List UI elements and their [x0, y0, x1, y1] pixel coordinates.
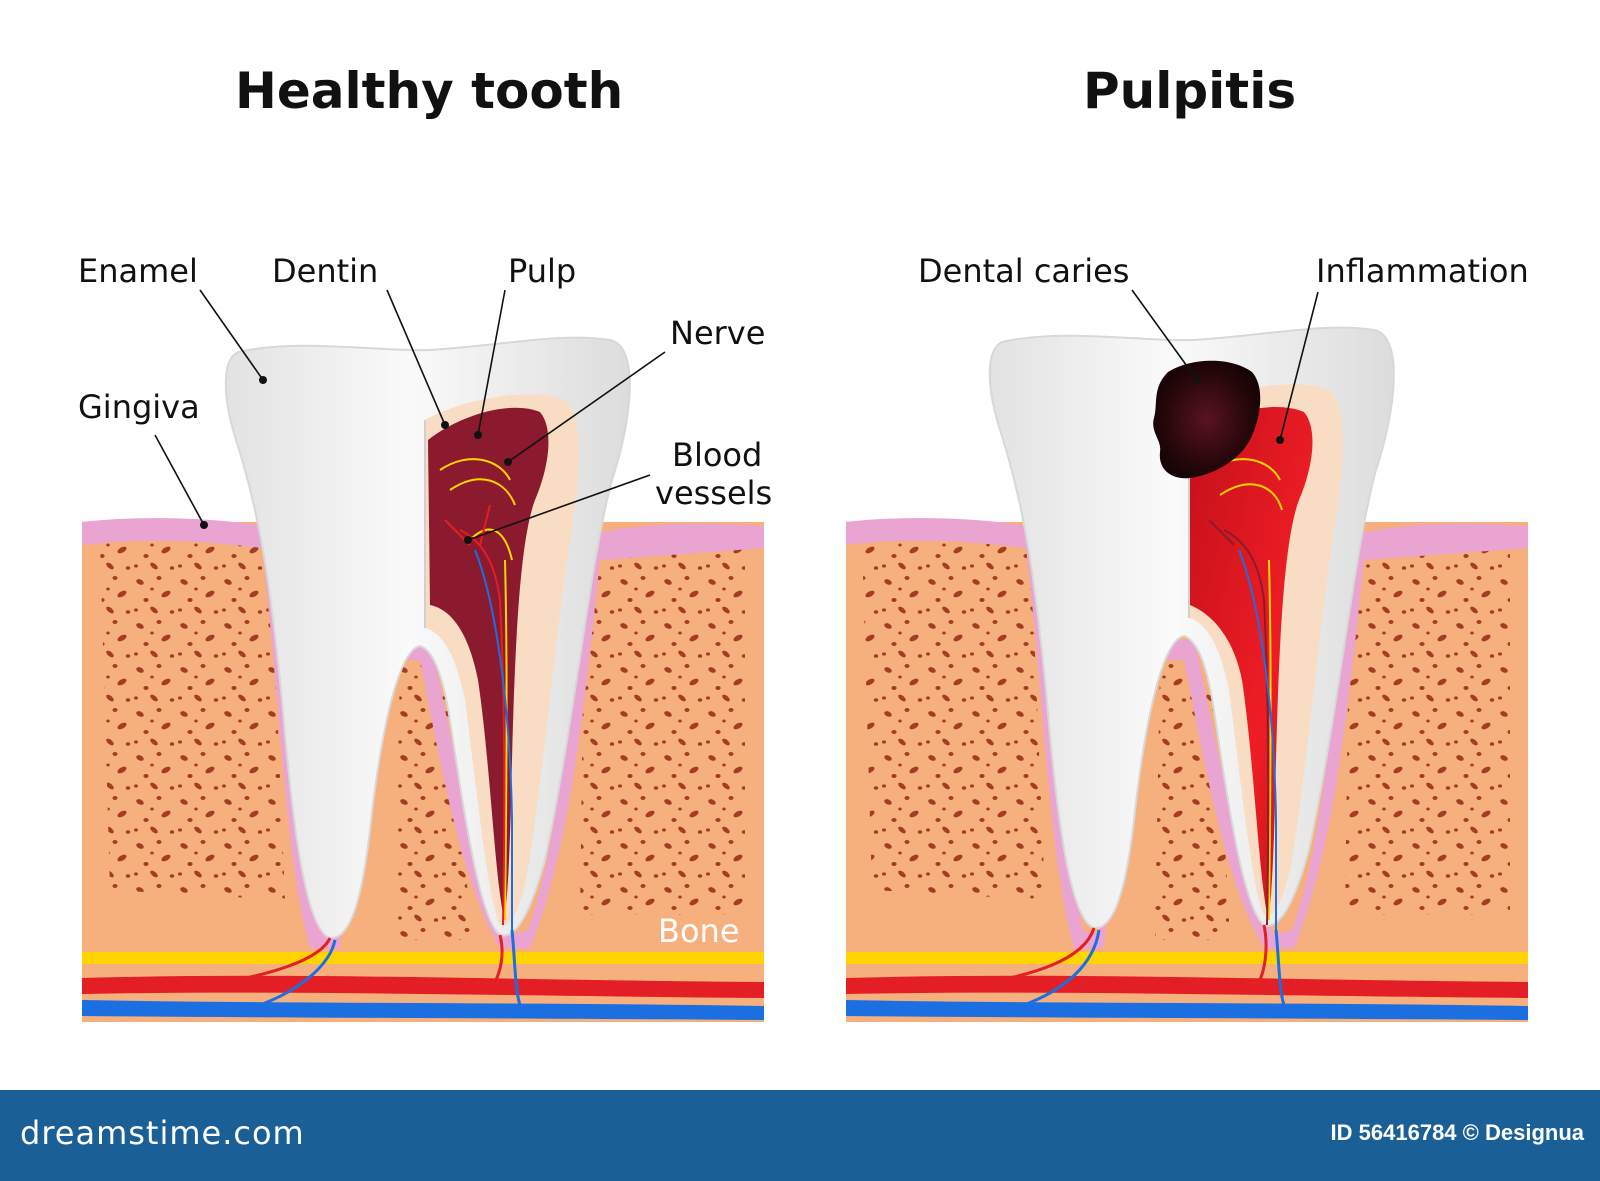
healthy-bone-pores-left — [100, 530, 285, 900]
label-blood-vessels-line2: vessels — [655, 474, 773, 512]
footer-image-id: ID 56416784 © Designua — [1330, 1120, 1584, 1145]
label-pulp: Pulp — [508, 252, 577, 290]
footer-brand-logo[interactable]: dreamstime.com — [20, 1114, 305, 1152]
healthy-panel — [82, 289, 764, 1022]
pulpitis-root-veins — [1023, 929, 1286, 1007]
healthy-root-veins — [259, 929, 522, 1007]
pulpitis-label-dots — [1193, 376, 1284, 444]
pulpitis-panel — [846, 289, 1528, 1022]
healthy-artery-main — [82, 975, 764, 998]
pulpitis-bone-pores-left — [862, 530, 1045, 900]
label-nerve: Nerve — [670, 314, 766, 352]
healthy-bone-pores-right — [580, 540, 745, 915]
dental-caries-lesion — [1153, 360, 1261, 479]
label-gingiva: Gingiva — [78, 388, 200, 426]
healthy-nerve-fibers — [439, 458, 516, 921]
pulpitis-bone-pores-right — [1345, 540, 1510, 915]
pulpitis-inflamed-pulp — [1190, 407, 1313, 918]
label-enamel: Enamel — [78, 252, 198, 290]
pulpitis-artery-main — [846, 975, 1528, 998]
healthy-root-vessels — [209, 934, 504, 987]
pulpitis-pulp-vein — [1238, 549, 1277, 930]
label-blood-vessels-line1: Blood — [672, 436, 763, 474]
footer-bar: dreamstime.com ID 56416784 © Designua — [0, 1090, 1600, 1181]
label-dental-caries: Dental caries — [918, 252, 1130, 290]
healthy-leader-lines — [154, 289, 666, 541]
pulpitis-leader-lines — [1131, 289, 1319, 441]
healthy-tooth-title: Healthy tooth — [235, 62, 624, 120]
healthy-label-dots — [200, 376, 512, 544]
label-inflammation: Inflammation — [1316, 252, 1529, 290]
healthy-pulp-vein — [474, 549, 513, 930]
pulpitis-nerve-main — [846, 952, 1528, 964]
label-dentin: Dentin — [272, 252, 379, 290]
pulpitis-pulp-vessels — [1208, 519, 1270, 926]
pulpitis-root-vessels — [973, 924, 1268, 987]
healthy-pulp — [428, 407, 549, 918]
healthy-vein-main — [82, 1000, 764, 1020]
pulpitis-vein-main — [846, 1000, 1528, 1020]
healthy-nerve-main — [82, 952, 764, 964]
dental-diagram — [82, 289, 1528, 1022]
label-bone: Bone — [658, 912, 740, 950]
pulpitis-title: Pulpitis — [1083, 62, 1297, 120]
